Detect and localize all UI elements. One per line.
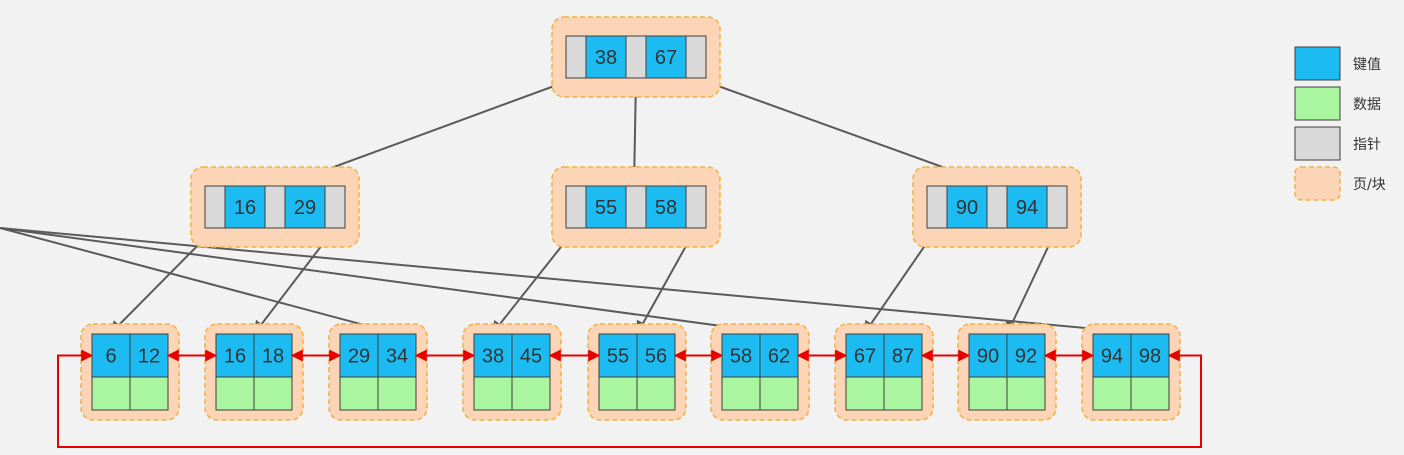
key-label: 56: [645, 346, 667, 368]
data-cell: [511, 376, 551, 411]
pointer-cell: [625, 185, 647, 229]
pointer-cell: [565, 35, 587, 79]
legend-swatch-data: [1294, 86, 1341, 121]
legend-label: 页/块: [1353, 177, 1386, 193]
pointer-cell: [625, 35, 647, 79]
key-label: 94: [1016, 197, 1038, 219]
data-cell: [845, 376, 885, 411]
data-cell: [473, 376, 513, 411]
key-cell: [946, 185, 988, 229]
data-cell: [968, 376, 1008, 411]
data-cell: [91, 376, 131, 411]
key-cell: [585, 35, 627, 79]
data-cell: [1130, 376, 1170, 411]
data-cell: [339, 376, 379, 411]
legend-item: 数据: [1294, 86, 1381, 121]
data-cell: [377, 376, 417, 411]
key-label: 38: [595, 47, 617, 69]
key-label: 90: [956, 197, 978, 219]
data-cell: [636, 376, 676, 411]
key-label: 55: [607, 346, 629, 368]
legend-swatch-page: [1294, 166, 1341, 201]
data-cell: [1006, 376, 1046, 411]
key-label: 12: [138, 346, 160, 368]
key-label: 38: [482, 346, 504, 368]
internal-node: 55 58: [551, 166, 721, 248]
key-cell: [284, 185, 326, 229]
key-label: 94: [1101, 346, 1123, 368]
leaf-node: 55 56: [587, 323, 687, 421]
key-label: 6: [105, 346, 116, 368]
key-label: 29: [294, 197, 316, 219]
legend-item: 键值: [1294, 46, 1381, 81]
key-label: 90: [977, 346, 999, 368]
leaf-node: 6 12: [80, 323, 180, 421]
pointer-cell: [264, 185, 286, 229]
key-label: 45: [520, 346, 542, 368]
key-label: 62: [768, 346, 790, 368]
key-label: 34: [386, 346, 408, 368]
pointer-cell: [926, 185, 948, 229]
root-node: 38 67: [551, 16, 721, 98]
key-label: 67: [655, 47, 677, 69]
key-cell: [645, 35, 687, 79]
key-label: 58: [730, 346, 752, 368]
leaf-node: 94 98: [1081, 323, 1181, 421]
legend-swatch-pointer: [1294, 126, 1341, 161]
data-cell: [253, 376, 293, 411]
key-cell: [645, 185, 687, 229]
pointer-cell: [565, 185, 587, 229]
key-label: 87: [892, 346, 914, 368]
legend-item: 指针: [1294, 126, 1381, 161]
pointer-cell: [685, 35, 707, 79]
data-cell: [883, 376, 923, 411]
key-label: 98: [1139, 346, 1161, 368]
data-cell: [215, 376, 255, 411]
data-cell: [759, 376, 799, 411]
tree-edge: [0, 227, 1153, 340]
key-cell: [1006, 185, 1048, 229]
leaf-node: 90 92: [957, 323, 1057, 421]
legend-label: 数据: [1353, 97, 1381, 113]
data-cell: [598, 376, 638, 411]
pointer-cell: [324, 185, 346, 229]
pointer-cell: [986, 185, 1008, 229]
key-label: 29: [348, 346, 370, 368]
pointer-cell: [685, 185, 707, 229]
data-cell: [129, 376, 169, 411]
legend-label: 键值: [1353, 57, 1381, 73]
leaf-wraparound-link: [57, 349, 1202, 448]
legend-swatch-key: [1294, 46, 1341, 81]
data-cell: [1092, 376, 1132, 411]
key-label: 16: [224, 346, 246, 368]
key-label: 58: [655, 197, 677, 219]
key-label: 55: [595, 197, 617, 219]
pointer-cell: [204, 185, 226, 229]
key-label: 16: [234, 197, 256, 219]
key-label: 18: [262, 346, 284, 368]
pointer-cell: [1046, 185, 1068, 229]
leaf-node: 58 62: [710, 323, 810, 421]
leaf-links: [57, 349, 1202, 448]
legend-item: 页/块: [1294, 166, 1386, 201]
leaf-node: 29 34: [328, 323, 428, 421]
legend-label: 指针: [1353, 137, 1381, 153]
data-cell: [721, 376, 761, 411]
key-cell: [585, 185, 627, 229]
tree-edge: [0, 227, 400, 338]
leaf-node: 38 45: [462, 323, 562, 421]
leaf-node: 67 87: [834, 323, 934, 421]
key-label: 67: [854, 346, 876, 368]
key-label: 92: [1015, 346, 1037, 368]
tree-edge: [0, 227, 782, 340]
internal-node: 90 94: [912, 166, 1082, 248]
